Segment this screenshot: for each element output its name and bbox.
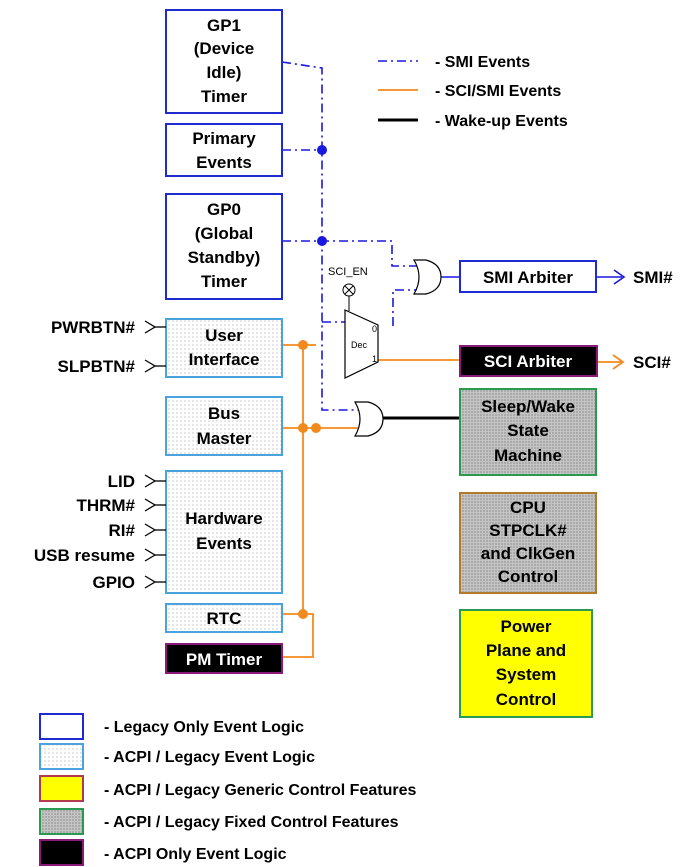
input-usb-resume: USB resume	[34, 546, 135, 565]
cpu-box	[459, 492, 597, 594]
cpu-line2: STPCLK#	[489, 521, 567, 540]
bus-master-box	[165, 396, 283, 456]
input-thrm: THRM#	[76, 496, 135, 515]
decoder-in0: 0	[372, 324, 377, 334]
legend-swatch-acpi-legacy	[39, 743, 84, 770]
cpu-line3: and ClkGen	[481, 544, 575, 563]
gp0-line1: GP0	[207, 200, 241, 219]
sci-junctions	[298, 340, 321, 619]
power-line2: Plane and	[486, 641, 566, 660]
power-plane-box	[459, 609, 593, 718]
input-ri: RI#	[109, 521, 136, 540]
wake-or-gate	[353, 401, 384, 437]
sleep-wake-line3: Machine	[494, 446, 562, 465]
smi-output-wires	[440, 269, 626, 285]
user-interface-box	[165, 318, 283, 378]
line-legend	[378, 60, 418, 122]
sleep-wake-line2: State	[507, 421, 549, 440]
power-line1: Power	[500, 617, 551, 636]
power-line3: System	[496, 665, 556, 684]
gp1-line3: Idle)	[207, 63, 242, 82]
input-slpbtn: SLPBTN#	[58, 357, 136, 376]
input-arrows	[144, 320, 166, 589]
input-lid: LID	[108, 472, 135, 491]
legend-smi-events: - SMI Events	[435, 54, 530, 71]
legend-generic-control: - ACPI / Legacy Generic Control Features	[104, 782, 416, 799]
smi-junctions	[317, 145, 327, 246]
rtc-box	[165, 603, 283, 633]
legend-swatch-legacy	[39, 713, 84, 740]
user-interface-line2: Interface	[189, 350, 260, 369]
legend-acpi-only: - ACPI Only Event Logic	[104, 846, 287, 863]
smi-or-gate	[412, 259, 442, 295]
cpu-line1: CPU	[510, 498, 546, 517]
sleep-wake-box	[459, 388, 597, 476]
output-smi: SMI#	[633, 268, 673, 287]
smi-arbiter-label: SMI Arbiter	[483, 268, 573, 287]
rtc-label: RTC	[207, 609, 242, 628]
hardware-events-box	[165, 470, 283, 594]
legend-acpi-legacy: - ACPI / Legacy Event Logic	[104, 749, 315, 766]
primary-line1: Primary	[192, 129, 256, 148]
gp1-line2: (Device	[194, 39, 254, 58]
legend-sci-smi-events: - SCI/SMI Events	[435, 83, 561, 100]
legend-wakeup-events: - Wake-up Events	[435, 113, 568, 130]
smi-arbiter-box	[459, 260, 597, 293]
sci-arbiter-label: SCI Arbiter	[484, 352, 573, 371]
legend-swatch-fixed	[39, 808, 84, 835]
bus-master-line2: Master	[197, 429, 252, 448]
input-pwrbtn: PWRBTN#	[51, 318, 136, 337]
pm-timer-label: PM Timer	[186, 650, 263, 669]
input-gpio: GPIO	[92, 573, 135, 592]
gp1-box	[165, 9, 283, 114]
legend-fixed-control: - ACPI / Legacy Fixed Control Features	[104, 814, 399, 831]
hardware-events-line1: Hardware	[185, 509, 262, 528]
sleep-wake-line1: Sleep/Wake	[481, 397, 575, 416]
gp0-box	[165, 193, 283, 300]
decoder	[344, 309, 379, 379]
primary-line2: Events	[196, 153, 252, 172]
sci-en-label: SCI_EN	[328, 266, 368, 278]
primary-events-box	[165, 123, 283, 177]
decoder-label: Dec	[351, 340, 368, 350]
legend-swatch-generic	[39, 775, 84, 802]
legend-legacy-only: - Legacy Only Event Logic	[104, 719, 304, 736]
gp0-line4: Timer	[201, 272, 247, 291]
sci-arbiter-box	[459, 345, 598, 377]
sci-en-symbol	[342, 283, 356, 311]
hardware-events-line2: Events	[196, 534, 252, 553]
user-interface-line1: User	[205, 326, 243, 345]
cpu-line4: Control	[498, 567, 558, 586]
gp1-line4: Timer	[201, 87, 247, 106]
legend-swatch-acpi-only	[39, 839, 84, 866]
gp0-line3: Standby)	[188, 248, 261, 267]
bus-master-line1: Bus	[208, 404, 240, 423]
output-sci: SCI#	[633, 353, 671, 372]
gp0-line2: (Global	[195, 224, 254, 243]
gp1-line1: GP1	[207, 16, 241, 35]
power-line4: Control	[496, 690, 556, 709]
decoder-in1: 1	[372, 354, 377, 364]
pm-timer-box	[165, 643, 283, 674]
sci-wires	[283, 344, 625, 658]
